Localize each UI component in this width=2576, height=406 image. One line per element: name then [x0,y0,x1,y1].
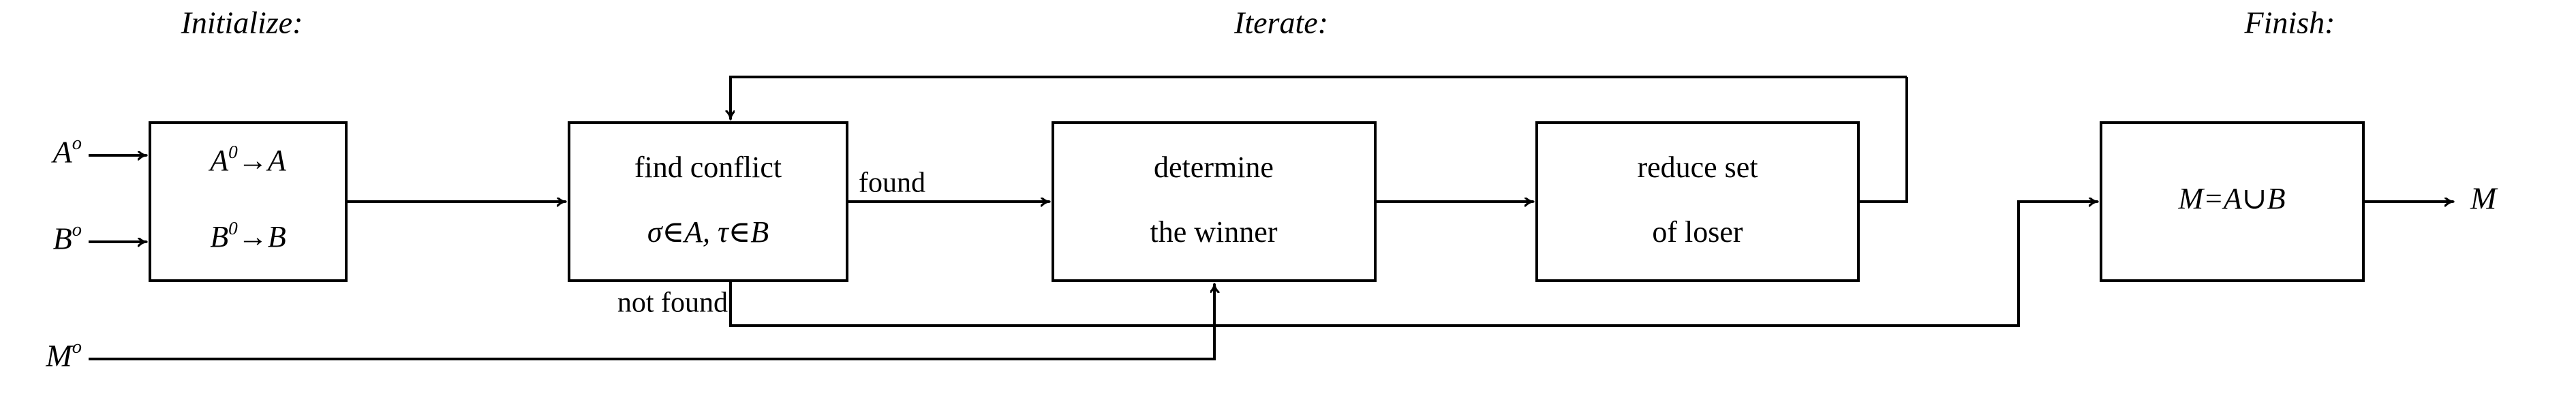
input-label-m0: Mo [45,337,82,373]
output-label-m: M [2470,181,2498,216]
connector-not-found-to-finish [729,202,2098,327]
box-initialize-rect[interactable] [149,121,348,282]
connector-loop-back-to-find-conflict [731,76,1907,119]
box-reduce-loser-line2: of loser [1652,215,1743,249]
box-determine-winner-rect[interactable] [1052,121,1377,282]
box-initialize[interactable]: A0→A B0→B [149,121,348,282]
box-find-conflict[interactable]: find conflict σ∈A, τ∈B [568,121,848,282]
section-header-finish: Finish: [2244,5,2335,40]
connector-reduce-loser-to-loop [1858,77,1908,203]
box-determine-winner-line1: determine [1154,151,1274,184]
box-find-conflict-title: find conflict [634,151,782,184]
connectors [89,76,2453,360]
edge-label-not-found: not found [617,287,728,319]
edge-labels: found not found [617,168,925,319]
box-determine-winner-line2: the winner [1150,215,1278,249]
box-reduce-loser-rect[interactable] [1535,121,1860,282]
section-header-iterate: Iterate: [1233,5,1328,40]
box-find-conflict-condition: σ∈A, τ∈B [647,215,769,249]
input-label-b0: Bo [53,219,82,256]
input-label-a0: Ao [51,133,82,170]
section-headers: Initialize: Iterate: Finish: [181,5,2335,40]
box-initialize-line-b: B0→B [210,218,286,253]
box-reduce-loser-line1: reduce set [1637,151,1758,184]
box-finish-formula: M=A∪B [2178,182,2286,215]
section-header-initialize: Initialize: [181,5,303,40]
box-initialize-line-a: A0→A [208,142,287,177]
io-labels: Ao Bo Mo M [45,133,2498,373]
connector-m0-to-determine-winner [89,284,1214,360]
edge-label-found: found [859,168,925,199]
box-find-conflict-rect[interactable] [568,121,848,282]
box-determine-winner[interactable]: determine the winner [1052,121,1377,282]
box-reduce-loser[interactable]: reduce set of loser [1535,121,1860,282]
box-finish[interactable]: M=A∪B [2100,121,2365,282]
box-finish-rect[interactable] [2100,121,2365,282]
